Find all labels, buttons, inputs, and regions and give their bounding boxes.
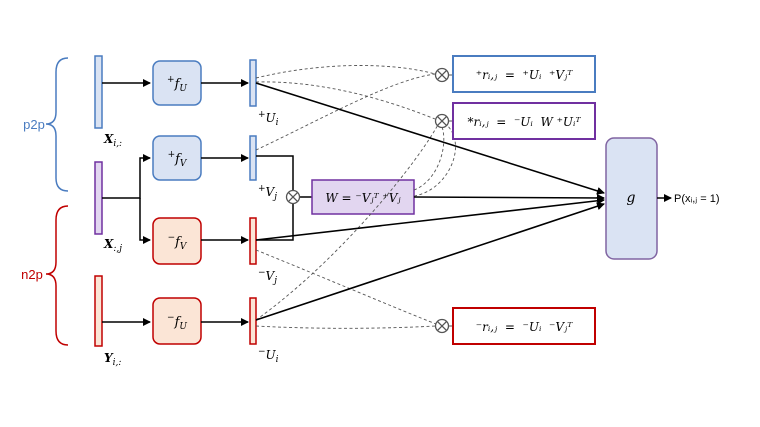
score-box-neg-label: ⁻rᵢ,ⱼ = ⁻Uᵢ ⁻Vⱼᵀ [476, 320, 573, 334]
score-box-star [452, 102, 596, 140]
encoder-neg-fv [152, 217, 202, 265]
w-merge-lines [256, 155, 312, 241]
output-label: P(xᵢ,ⱼ = 1) [674, 193, 720, 205]
encoder-neg-fu-label: −fU [167, 313, 187, 332]
score-box-pos [452, 55, 596, 93]
score-box-neg [452, 307, 596, 345]
score-box-pos-label: ⁺rᵢ,ⱼ = ⁺Uᵢ ⁺Vⱼᵀ [476, 68, 573, 82]
input-y-row-label: Yi,: [104, 351, 121, 368]
product-icon-w [285, 189, 301, 205]
product-icon-pos [434, 67, 450, 83]
embedding-pos-u-label: +Ui [258, 110, 279, 128]
dashed-connections [255, 65, 456, 329]
brace-p2p [45, 57, 69, 192]
w-box [311, 179, 415, 215]
embedding-pos-v-label: +Vj [258, 184, 277, 202]
product-icon-neg [434, 318, 450, 334]
input-connections [102, 79, 151, 326]
embedding-neg-v-label: −Vj [258, 268, 277, 286]
score-box-star-label: *rᵢ,ⱼ = ⁻Uᵢ W ⁺Uᵢᵀ [468, 115, 582, 129]
w-box-label: W = ⁻Vⱼᵀ ⁺Vⱼ [325, 191, 401, 205]
input-x-col-label: X:,j [103, 237, 122, 254]
embedding-pos-u-bar [249, 59, 257, 107]
embedding-pos-v-bar [249, 135, 257, 181]
embedding-neg-u-bar [249, 297, 257, 345]
encoder-pos-fu-label: +fU [167, 75, 187, 94]
g-box-label: g [627, 190, 636, 206]
input-x-row-bar [94, 55, 103, 129]
product-icon-star [434, 113, 450, 129]
encoder-neg-fv-label: −fV [168, 233, 188, 252]
input-x-row-label: Xi,: [103, 132, 122, 149]
input-y-row-bar [94, 275, 103, 347]
group-label-p2p: p2p [23, 117, 45, 132]
embedding-neg-u-label: −Ui [258, 347, 279, 365]
encoder-pos-fv-label: +fV [168, 150, 188, 169]
g-input-arrows [255, 82, 605, 321]
embedding-neg-v-bar [249, 217, 257, 265]
input-x-col-bar [94, 161, 103, 235]
encoder-connections [201, 79, 249, 326]
group-label-n2p: n2p [21, 267, 43, 282]
brace-n2p [45, 205, 69, 346]
encoder-neg-fu [152, 297, 202, 345]
